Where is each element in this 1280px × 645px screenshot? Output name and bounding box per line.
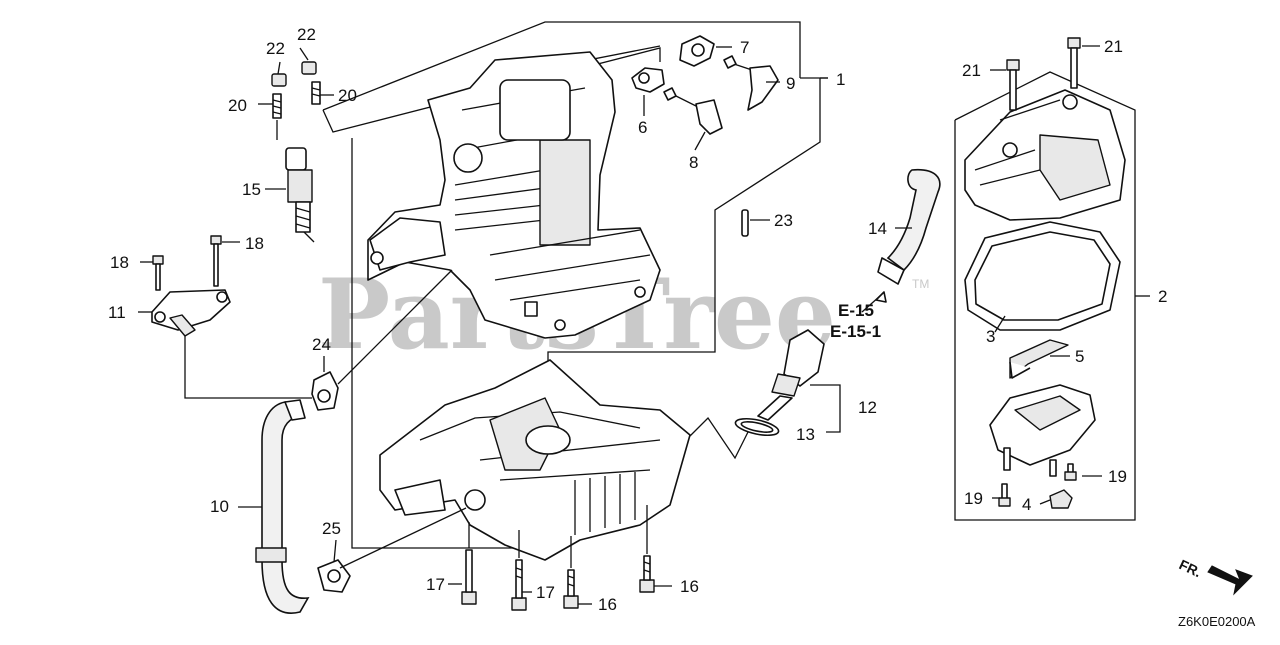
- bolt-19-left: [998, 483, 1011, 507]
- dipstick: [757, 329, 825, 421]
- breather-plate: [989, 384, 1096, 477]
- stud-20-right: [311, 81, 321, 105]
- callout-5: 5: [1075, 347, 1084, 366]
- part-7: [679, 35, 715, 67]
- callout-25: 25: [322, 519, 341, 538]
- reference-e15[interactable]: E-15: [838, 301, 874, 320]
- bolt-16-center: [563, 569, 579, 609]
- callout-4: 4: [1022, 495, 1031, 514]
- cover-gasket: [964, 221, 1121, 331]
- part-9: [723, 55, 779, 111]
- spark-plug: [285, 147, 315, 243]
- front-marker: FR.: [1177, 556, 1253, 596]
- valve-cover: [964, 89, 1126, 221]
- callout-15: 15: [242, 180, 261, 199]
- callout-16-center: 16: [598, 595, 617, 614]
- callout-22-left: 22: [266, 39, 285, 58]
- callout-21-right: 21: [1104, 37, 1123, 56]
- callout-8: 8: [689, 153, 698, 172]
- callout-19-right: 19: [1108, 467, 1127, 486]
- callout-17-center: 17: [536, 583, 555, 602]
- bolt-18-right: [210, 235, 222, 287]
- bolt-17-center: [511, 559, 527, 611]
- bracket-11: [151, 289, 231, 337]
- part-8: [663, 87, 723, 135]
- callout-18-right: 18: [245, 234, 264, 253]
- callout-12: 12: [858, 398, 877, 417]
- front-arrow-icon: [1207, 565, 1253, 596]
- clamp-24: [311, 371, 339, 411]
- grommet-4: [1049, 489, 1073, 509]
- cylinder-head-assembly: [367, 51, 661, 339]
- callout-23: 23: [774, 211, 793, 230]
- crankcase: [379, 359, 691, 561]
- trademark: TM: [912, 277, 929, 291]
- callout-11: 11: [108, 303, 126, 322]
- callout-3: 3: [986, 327, 995, 346]
- callouts: 1 2 3 4 5 6 7 8 9 10 11 12 13 14 15 16 1…: [108, 25, 1167, 614]
- callout-21-left: 21: [962, 61, 981, 80]
- baffle-5: [1009, 339, 1069, 379]
- callout-22-right: 22: [297, 25, 316, 44]
- bolt-16-right: [639, 555, 655, 593]
- nut-22-right: [301, 61, 317, 75]
- callout-6: 6: [638, 118, 647, 137]
- assembly-2-frame: [954, 71, 1150, 521]
- bolt-17-left: [461, 549, 477, 605]
- callout-1: 1: [836, 70, 845, 89]
- callout-14: 14: [868, 219, 887, 238]
- callout-16-right: 16: [680, 577, 699, 596]
- callout-18-left: 18: [110, 253, 129, 272]
- nut-22-left: [271, 73, 287, 87]
- diagram-code: Z6K0E0200A: [1178, 614, 1256, 629]
- o-ring: [734, 417, 780, 437]
- callout-20-right: 20: [338, 86, 357, 105]
- bolt-21-right: [1067, 37, 1081, 89]
- callout-13: 13: [796, 425, 815, 444]
- callout-9: 9: [786, 74, 795, 93]
- callout-17-left: 17: [426, 575, 445, 594]
- stud-20-left: [272, 93, 282, 119]
- callout-10: 10: [210, 497, 229, 516]
- bolt-18-left: [152, 255, 164, 291]
- pin-23: [741, 209, 749, 237]
- front-marker-label: FR.: [1177, 556, 1204, 580]
- callout-7: 7: [740, 38, 749, 57]
- callout-24: 24: [312, 335, 331, 354]
- bolt-19-right: [1064, 463, 1077, 481]
- callout-19-left: 19: [964, 489, 983, 508]
- breather-tube: [255, 399, 310, 614]
- callout-20-left: 20: [228, 96, 247, 115]
- leader-lines: [138, 45, 1102, 605]
- clamp-25: [317, 559, 351, 593]
- breather-hose: [877, 168, 941, 285]
- bolt-21-left: [1006, 59, 1020, 111]
- callout-2: 2: [1158, 287, 1167, 306]
- reference-e15-1[interactable]: E-15-1: [830, 322, 881, 341]
- part-6: [631, 67, 665, 93]
